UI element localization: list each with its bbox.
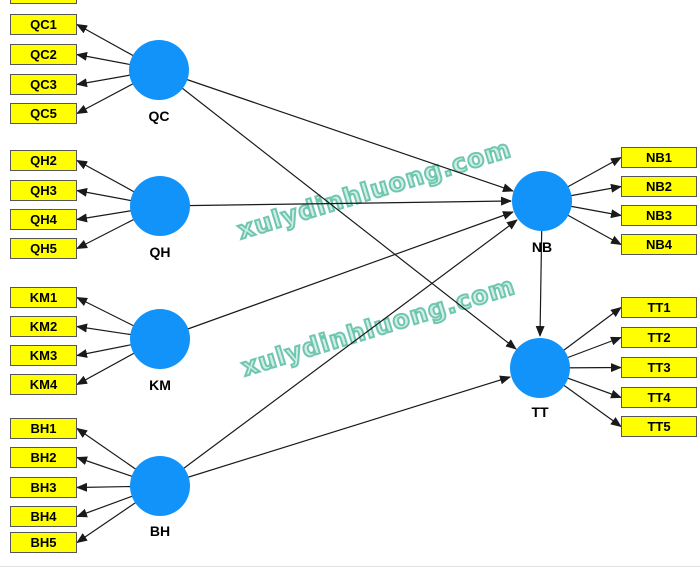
path-qh-nb[interactable] [159, 196, 512, 207]
construct-label-qc: QC [148, 108, 170, 124]
construct-circle-nb[interactable] [512, 171, 572, 231]
construct-label-tt: TT [531, 404, 549, 420]
indicator-box-tt5[interactable]: TT5 [621, 416, 697, 437]
indicator-box-bh3[interactable]: BH3 [10, 477, 77, 498]
construct-label-bh: BH [149, 523, 171, 539]
indicator-box-tt4[interactable]: TT4 [621, 387, 697, 408]
indicator-box-bh1[interactable]: BH1 [10, 418, 77, 439]
indicator-box-bh2[interactable]: BH2 [10, 447, 77, 468]
indicator-box-qc2[interactable]: QC2 [10, 44, 77, 65]
construct-circle-bh[interactable] [130, 456, 190, 516]
indicator-box-km2[interactable]: KM2 [10, 316, 77, 337]
construct-circle-km[interactable] [130, 309, 190, 369]
indicator-box-tt2[interactable]: TT2 [621, 327, 697, 348]
indicator-box-nb3[interactable]: NB3 [621, 205, 697, 226]
indicator-box-qh3[interactable]: QH3 [10, 180, 77, 201]
indicator-box-qh2[interactable]: QH2 [10, 150, 77, 171]
indicator-box-tt1[interactable]: TT1 [621, 297, 697, 318]
indicator-box-nb2[interactable]: NB2 [621, 176, 697, 197]
construct-label-qh: QH [149, 244, 171, 260]
indicator-box-nb4[interactable]: NB4 [621, 234, 697, 255]
path-bh-tt[interactable] [159, 375, 511, 487]
indicator-box-qh4[interactable]: QH4 [10, 209, 77, 230]
indicator-box-km3[interactable]: KM3 [10, 345, 77, 366]
indicator-box-bh5[interactable]: BH5 [10, 532, 77, 553]
path-qc-tt[interactable] [158, 69, 517, 350]
indicator-box-tt3[interactable]: TT3 [621, 357, 697, 378]
indicator-box-qh5[interactable]: QH5 [10, 238, 77, 259]
path-bh-nb[interactable] [159, 219, 518, 487]
indicator-box-qc1[interactable]: QC1 [10, 14, 77, 35]
construct-circle-tt[interactable] [510, 338, 570, 398]
indicator-box-qc3[interactable]: QC3 [10, 74, 77, 95]
construct-circle-qc[interactable] [129, 40, 189, 100]
indicator-box-nb1[interactable]: NB1 [621, 147, 697, 168]
indicator-box-bh4[interactable]: BH4 [10, 506, 77, 527]
construct-circle-qh[interactable] [130, 176, 190, 236]
path-qc-nb[interactable] [158, 69, 514, 193]
construct-label-nb: NB [531, 239, 553, 255]
indicator-box-qc5[interactable]: QC5 [10, 103, 77, 124]
indicator-box-km1[interactable]: KM1 [10, 287, 77, 308]
path-nb-tt[interactable] [535, 211, 545, 337]
indicator-box-km4[interactable]: KM4 [10, 374, 77, 395]
construct-label-km: KM [149, 377, 171, 393]
indicator-box-cropped[interactable] [10, 0, 77, 4]
path-km-nb[interactable] [159, 211, 514, 340]
